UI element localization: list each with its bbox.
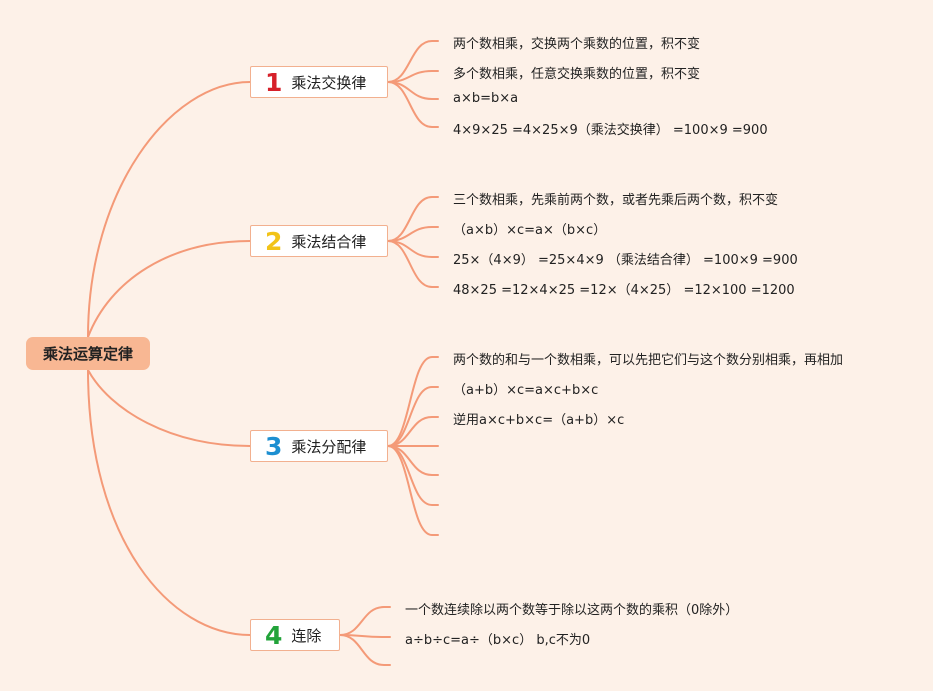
branch-3-leaf-line-7 xyxy=(387,445,439,536)
leaf-item[interactable]: （a+b）×c=a×c+b×c xyxy=(453,383,599,398)
branch-number-4: 4 xyxy=(265,620,283,650)
branch-commutative[interactable]: 1 乘法交换律 xyxy=(250,66,388,98)
leaf-item[interactable]: 两个数的和与一个数相乘，可以先把它们与这个数分别相乘，再相加 xyxy=(453,353,844,368)
branch-distributive[interactable]: 3 乘法分配律 xyxy=(250,430,388,462)
root-to-branch-1 xyxy=(87,81,251,338)
leaf-item[interactable]: 4×9×25 =4×25×9（乘法交换律） =100×9 =900 xyxy=(453,123,768,138)
branch-4-leaf-line-3 xyxy=(339,634,391,666)
root-node[interactable]: 乘法运算定律 xyxy=(26,337,150,370)
branch-associative[interactable]: 2 乘法结合律 xyxy=(250,225,388,257)
root-to-branch-4 xyxy=(87,369,251,636)
leaf-item[interactable]: 两个数相乘，交换两个乘数的位置，积不变 xyxy=(453,37,701,52)
leaf-item[interactable]: 逆用a×c+b×c=（a+b）×c xyxy=(453,413,625,428)
branch-title: 乘法分配律 xyxy=(291,437,367,456)
branch-1-leaf-line-4 xyxy=(387,81,439,128)
branch-2-leaf-line-4 xyxy=(387,240,439,288)
branch-continuous-division[interactable]: 4 连除 xyxy=(250,619,340,651)
branch-number-2: 2 xyxy=(265,226,283,256)
branch-title: 乘法交换律 xyxy=(291,73,367,92)
leaf-item[interactable]: 48×25 =12×4×25 =12×（4×25） =12×100 =1200 xyxy=(453,283,795,298)
branch-2-leaf-line-1 xyxy=(387,196,439,242)
branch-title: 连除 xyxy=(291,626,322,645)
leaf-item[interactable]: 25×（4×9） =25×4×9 （乘法结合律） =100×9 =900 xyxy=(453,253,798,268)
branch-1-leaf-line-1 xyxy=(387,40,439,83)
leaf-item[interactable]: 多个数相乘，任意交换乘数的位置，积不变 xyxy=(453,67,701,82)
branch-number-3: 3 xyxy=(265,431,283,461)
branch-4-leaf-line-1 xyxy=(339,606,391,636)
branch-3-leaf-line-1 xyxy=(387,356,439,447)
leaf-item[interactable]: a÷b÷c=a÷（b×c） b,c不为0 xyxy=(405,633,591,648)
branch-3-leaf-line-2 xyxy=(387,386,439,447)
leaf-item[interactable]: 一个数连续除以两个数等于除以这两个数的乘积（0除外） xyxy=(405,603,739,618)
leaf-item[interactable]: （a×b）×c=a×（b×c） xyxy=(453,223,607,238)
root-label: 乘法运算定律 xyxy=(42,345,133,363)
branch-number-1: 1 xyxy=(265,67,283,97)
leaf-item[interactable]: a×b=b×a xyxy=(453,91,519,106)
leaf-item[interactable]: 三个数相乘，先乘前两个数，或者先乘后两个数，积不变 xyxy=(453,193,779,208)
root-to-branch-3 xyxy=(87,369,251,447)
branch-title: 乘法结合律 xyxy=(291,232,367,251)
root-to-branch-2 xyxy=(87,240,251,338)
